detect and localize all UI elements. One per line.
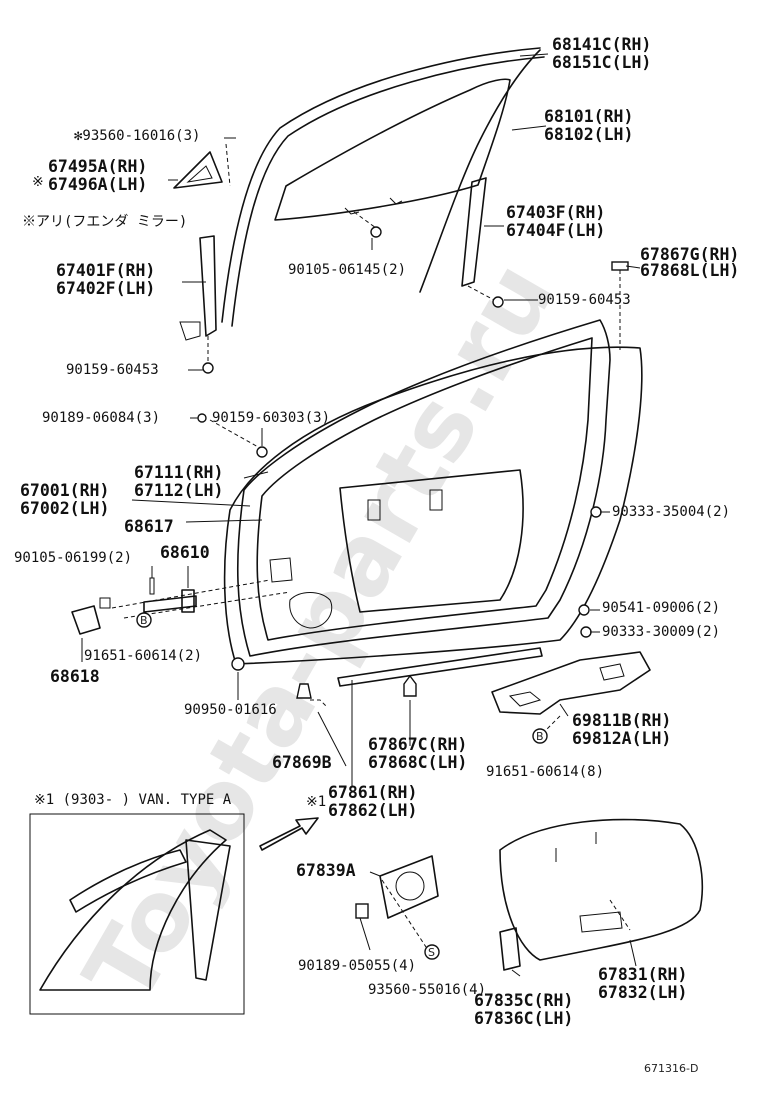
label-67403f: 67403F(RH) — [506, 203, 605, 222]
label-90950-01616: 90950-01616 — [184, 702, 277, 718]
rear-run-channel-drawing — [461, 177, 487, 287]
label-67836c: 67836C(LH) — [474, 1009, 573, 1028]
label-90159-60303: 90159-60303(3) — [212, 410, 330, 426]
label-68610: 68610 — [160, 543, 210, 562]
inner-liner-drawing — [499, 818, 703, 971]
label-90159-60453-a: 90159-60453 — [538, 292, 631, 308]
label-67404f: 67404F(LH) — [506, 221, 605, 240]
label-91651-60614-b: 91651-60614(8) — [486, 764, 604, 780]
label-67861: 67861(RH) — [328, 783, 417, 802]
label-67001: 67001(RH) — [20, 481, 109, 500]
label-67862: 67862(LH) — [328, 801, 417, 820]
label-67002: 67002(LH) — [20, 499, 109, 518]
label-67401f: 67401F(RH) — [56, 261, 155, 280]
label-67868l: 67868L(LH) — [640, 261, 739, 280]
inset-arrow-icon — [259, 817, 319, 851]
label-star-mark: ※ — [32, 174, 44, 190]
window-frame-weatherstrip-drawing — [221, 47, 545, 327]
watermark: Toyota-parts.ru — [63, 243, 577, 1021]
label-67496a: 67496A(LH) — [48, 175, 147, 194]
label-90189-06084: 90189-06084(3) — [42, 410, 160, 426]
label-69812a: 69812A(LH) — [572, 729, 671, 748]
inset-title: ※1 (9303- ) VAN. TYPE A — [34, 792, 232, 808]
label-90189-05055: 90189-05055(4) — [298, 958, 416, 974]
lower-weatherstrip-drawing — [337, 647, 543, 687]
svg-text:B: B — [140, 614, 148, 627]
label-68617: 68617 — [124, 517, 174, 536]
label-68618: 68618 — [50, 667, 100, 686]
door-panel-drawing — [236, 319, 611, 657]
svg-text:B: B — [536, 730, 544, 743]
door-glass-drawing — [274, 78, 511, 221]
label-68102: 68102(LH) — [544, 125, 633, 144]
label-67495a: 67495A(RH) — [48, 157, 147, 176]
label-67869b: 67869B — [272, 753, 332, 772]
label-90105-06199: 90105-06199(2) — [14, 550, 132, 566]
label-67112: 67112(LH) — [134, 481, 223, 500]
corner-cover-drawing — [173, 151, 223, 189]
label-93560-55016: 93560-55016(4) — [368, 982, 486, 998]
label-67868c: 67868C(LH) — [368, 753, 467, 772]
front-run-channel-drawing — [179, 235, 217, 341]
label-69811b: 69811B(RH) — [572, 711, 671, 730]
label-67839a: 67839A — [296, 861, 356, 880]
label-91651-60614-a: 91651-60614(2) — [84, 648, 202, 664]
door-hinge-drawing — [71, 577, 197, 635]
label-90159-60453-b: 90159-60453 — [66, 362, 159, 378]
dashed-leaders — [111, 143, 631, 951]
label-93560-16016: ✻93560-16016(3) — [74, 128, 200, 144]
label-90105-06145: 90105-06145(2) — [288, 262, 406, 278]
inset-van-type-a — [29, 813, 245, 1015]
label-67831: 67831(RH) — [598, 965, 687, 984]
label-68101: 68101(RH) — [544, 107, 633, 126]
label-90333-30009: 90333-30009(2) — [602, 624, 720, 640]
service-cover-drawing — [355, 855, 439, 919]
label-68151c: 68151C(LH) — [552, 53, 651, 72]
label-67867g: 67867G(RH) — [640, 245, 739, 264]
label-67402f: 67402F(LH) — [56, 279, 155, 298]
leader-lines — [81, 53, 641, 977]
diagram-code: 671316-D — [644, 1062, 698, 1075]
label-67111: 67111(RH) — [134, 463, 223, 482]
badge-b-icon-2: B — [532, 728, 548, 744]
badge-b-icon-1: B — [136, 612, 152, 628]
label-67835c: 67835C(RH) — [474, 991, 573, 1010]
label-67861-mark: ※1 — [306, 794, 326, 810]
note-fender-mirror: ※アリ(フエンダ ミラー) — [22, 214, 187, 230]
svg-text:S: S — [428, 946, 435, 959]
label-90541-09006: 90541-09006(2) — [602, 600, 720, 616]
label-67867c: 67867C(RH) — [368, 735, 467, 754]
door-weatherstrip-drawing — [223, 346, 643, 665]
label-90333-35004: 90333-35004(2) — [612, 504, 730, 520]
window-regulator-drawing — [491, 651, 651, 715]
label-67832: 67832(LH) — [598, 983, 687, 1002]
badge-s-icon: S — [424, 944, 440, 960]
label-68141c: 68141C(RH) — [552, 35, 651, 54]
